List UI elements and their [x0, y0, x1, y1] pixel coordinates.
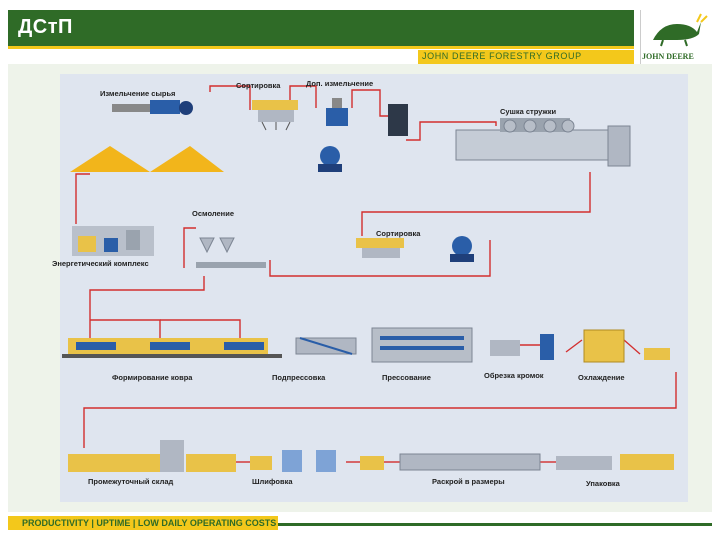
dryer-machine [455, 118, 631, 167]
sorting-machine [252, 100, 298, 131]
mill-machine [318, 146, 342, 172]
header-rule [8, 46, 634, 49]
chips-pile [150, 146, 224, 172]
footer-tagline: PRODUCTIVITY | UPTIME | LOW DAILY OPERAT… [22, 518, 277, 528]
footer-rule [278, 523, 712, 526]
flow-line [83, 372, 677, 448]
flow-line [269, 240, 491, 277]
sanding-machine [250, 450, 336, 472]
flow-line [623, 339, 641, 355]
storage-stack [68, 440, 236, 472]
label-resin: Осмоление [192, 209, 234, 218]
deer-logo-icon [653, 13, 708, 47]
cooling-machine [583, 329, 670, 363]
press-machine [371, 327, 473, 363]
mill-machine [326, 98, 348, 126]
brand-band [418, 50, 634, 64]
flow-line [160, 319, 241, 340]
edge-trim-machine [490, 334, 554, 360]
flow-line [89, 276, 205, 340]
packing-machine [556, 454, 674, 470]
forming-line [62, 338, 282, 358]
label-sorting-mid: Сортировка [376, 229, 421, 238]
logo-text: JOHN DEERE [642, 52, 694, 61]
flow-line [289, 85, 317, 110]
energy-complex [72, 226, 154, 256]
label-sanding: Шлифовка [252, 477, 293, 486]
mill-machine [450, 236, 474, 262]
label-crushing: Измельчение сырья [100, 89, 175, 98]
brand-text: JOHN DEERE FORESTRY GROUP [422, 51, 582, 61]
header-bar [8, 10, 634, 46]
flow-line [565, 339, 583, 353]
flow-line [406, 121, 497, 141]
flow-line [90, 319, 161, 340]
label-cooling: Охлаждение [578, 373, 625, 382]
label-storage: Промежуточный склад [88, 477, 174, 486]
silo [388, 104, 408, 136]
label-prepress: Подпрессовка [272, 373, 326, 382]
label-sorting-top: Сортировка [236, 81, 281, 90]
flow-line [361, 172, 591, 236]
label-pressing: Прессование [382, 373, 431, 382]
footer-bar [8, 516, 278, 530]
label-packing: Упаковка [586, 479, 621, 488]
label-cutting: Раскрой в размеры [432, 477, 505, 486]
flow-line [183, 227, 196, 268]
flow-line [351, 89, 392, 117]
slide-title: ДСтП [18, 16, 73, 38]
resin-machine [196, 237, 266, 268]
label-drying: Сушка стружки [500, 107, 557, 116]
flow-line [75, 173, 90, 224]
logo [640, 10, 713, 64]
flow-lines [75, 85, 677, 463]
prepress-machine [295, 337, 357, 355]
crusher-machine [112, 100, 193, 115]
chips-pile [70, 146, 150, 172]
sorting-machine [356, 238, 404, 258]
label-edge-trim: Обрезка кромок [484, 371, 544, 380]
label-forming: Формирование ковра [112, 373, 193, 382]
label-energy: Энергетический комплекс [52, 259, 149, 268]
cutting-machine [360, 453, 541, 471]
label-additional-crushing: Доп. измельчение [306, 79, 373, 88]
flow-line [209, 85, 251, 110]
